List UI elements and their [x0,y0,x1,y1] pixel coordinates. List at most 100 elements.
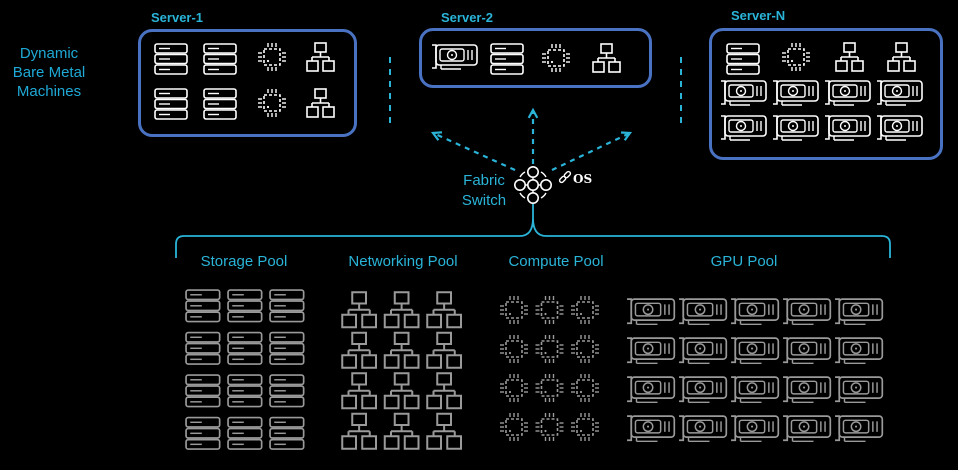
server-1-title: Server-1 [151,10,204,25]
cpu-icon [782,43,810,71]
gpu-icon [627,376,676,404]
network-icon [341,412,377,450]
storage-icon [203,88,237,120]
arrow-to-server-2-head [527,107,539,119]
cpu-icon [258,89,286,117]
cpu-icon [500,374,528,402]
storage-icon [490,43,524,75]
gpu-icon [783,376,832,404]
server-2-title: Server-2 [441,10,494,25]
storage-icon [154,88,188,120]
network-icon [341,291,377,329]
storage-icon [227,416,263,450]
side-label-line: Dynamic [19,45,79,62]
storage-icon [269,331,305,365]
gpu-icon [825,115,871,141]
cpu-icon [571,413,599,441]
gpu-icon [731,337,780,365]
storage-icon [203,43,237,75]
storage-icon [185,289,221,323]
storage-icon [227,374,263,408]
storage-icon [154,43,188,75]
gpu-icon [783,337,832,365]
server-n-box[interactable] [709,28,943,160]
gpu-icon [731,415,780,443]
gpu-icon [679,376,728,404]
cpu-icon [542,44,570,72]
arrow-to-server-1 [432,131,516,172]
compute-pool-label: Compute Pool [508,253,604,270]
gpu-icon [627,337,676,365]
cpu-icon [535,335,564,363]
network-icon [341,372,377,410]
cpu-icon [571,296,599,324]
switch-icon [514,166,552,204]
cpu-icon [500,335,528,363]
cpu-icon [535,413,564,441]
gpu-icon [731,298,780,326]
storage-icon [227,289,263,323]
gpu-icon [679,337,728,365]
gpu-icon [835,376,884,404]
storage-icon [185,416,221,450]
network-icon [383,412,420,450]
storage-icon [269,374,305,408]
gpu-icon [731,376,780,404]
storage-icon [185,374,221,408]
gpu-icon [773,115,819,141]
network-icon [592,43,621,73]
networking-pool-label: Networking Pool [348,253,458,270]
gpu-icon [627,298,676,326]
gpu-icon [877,80,923,106]
gpu-icon [825,80,871,106]
gpu-icon [627,415,676,443]
switch-label-line: Fabric [463,172,505,189]
side-label-line: Machines [16,83,82,100]
gpu-icon [721,80,767,106]
gpu-icon [877,115,923,141]
server-n-title: Server-N [731,8,786,23]
switch-arrows [430,107,633,172]
gpu-icon [721,115,767,141]
gpu-icon [783,298,832,326]
gpu-icon [679,415,728,443]
network-icon [426,291,462,329]
gpu-icon [783,415,832,443]
cpu-icon [571,374,599,402]
switch-label-line: Switch [461,192,507,209]
server-2-box[interactable] [419,28,652,88]
arrow-to-server-n [551,132,631,171]
server-1-box[interactable] [138,29,357,137]
network-icon [383,331,420,369]
gpu-icon [773,80,819,106]
network-icon [341,331,377,369]
cpu-icon [500,413,528,441]
network-icon [306,42,335,72]
os-label: OS [573,172,593,186]
gpu-icon [835,298,884,326]
gpu-icon [432,44,478,70]
storage-icon [726,43,760,75]
network-icon [306,88,335,118]
network-icon [383,372,420,410]
pool-bracket [175,204,891,258]
network-icon [383,291,420,329]
network-icon [835,42,864,72]
network-icon [426,412,462,450]
storage-icon [185,331,221,365]
storage-icon [227,331,263,365]
link-icon [558,170,572,184]
cpu-icon [500,296,528,324]
gpu-icon [835,415,884,443]
fabric-switch-label: Fabric Switch [452,171,516,211]
cpu-icon [571,335,599,363]
network-icon [426,372,462,410]
arrow-to-server-n-head [620,131,633,141]
storage-icon [269,289,305,323]
storage-pool-label: Storage Pool [200,253,288,270]
gpu-icon [835,337,884,365]
cpu-icon [258,43,286,71]
side-label-line: Bare Metal [12,64,86,81]
dynamic-bare-metal-label: Dynamic Bare Metal Machines [0,44,98,101]
